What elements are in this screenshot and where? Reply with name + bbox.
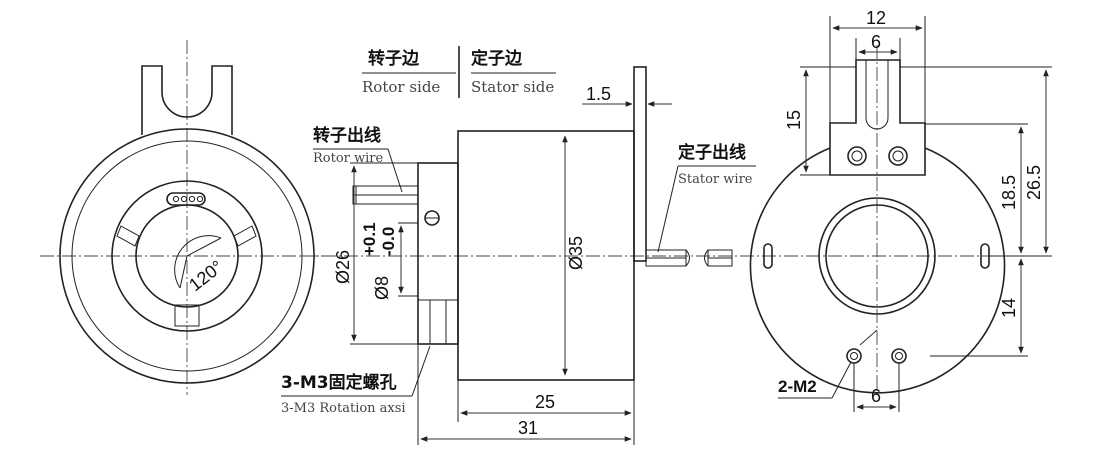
rotor-end-view: 120° [40, 40, 330, 395]
bore-diameter-label: Ø8 [372, 276, 392, 300]
screw-spacing-label: 6 [871, 386, 881, 406]
hole-height-label: 18.5 [999, 175, 1019, 210]
rotor-side-en: Rotor side [362, 78, 440, 96]
tab-slot-label: 6 [871, 32, 881, 52]
outer-diameter-label: Ø35 [566, 236, 586, 270]
mount-hole-cn: 3-M3固定螺孔 [281, 372, 397, 393]
collar-diameter-label: Ø26 [333, 250, 353, 284]
flange-thickness-label: 1.5 [586, 84, 611, 104]
stator-end-view [740, 45, 1040, 395]
stator-side-en: Stator side [471, 78, 554, 96]
tab-height-label: 15 [784, 110, 804, 130]
stator-side-cn: 定子边 [471, 48, 523, 69]
stator-wire-cn: 定子出线 [678, 142, 746, 163]
angle-label: 120° [185, 256, 227, 295]
side-view-labels: 转子边 定子边 Rotor side Stator side 转子出线 Roto… [281, 46, 756, 416]
rotor-wire-cn: 转子出线 [313, 125, 381, 146]
total-height-label: 26.5 [1024, 165, 1044, 200]
side-view [300, 66, 770, 381]
tab-width-label: 12 [866, 8, 886, 28]
mount-hole-en: 3-M3 Rotation axsi [281, 401, 406, 416]
bore-tolerance-upper: +0.1 [360, 222, 379, 256]
bore-tolerance-lower: -0.0 [379, 227, 398, 256]
total-length-label: 31 [518, 418, 538, 438]
stator-wire-en: Stator wire [678, 172, 753, 187]
stator-end-dimensions: 12 6 15 18.5 26.5 14 6 2-M2 [778, 8, 1052, 412]
body-length-label: 25 [535, 392, 555, 412]
rotor-side-cn: 转子边 [368, 48, 420, 69]
side-view-dimensions: Ø35 Ø26 Ø8 +0.1 -0.0 25 31 1.5 [333, 84, 672, 445]
screw-label: 2-M2 [778, 377, 817, 396]
rotor-wire-en: Rotor wire [313, 151, 384, 166]
lower-height-label: 14 [999, 298, 1019, 318]
